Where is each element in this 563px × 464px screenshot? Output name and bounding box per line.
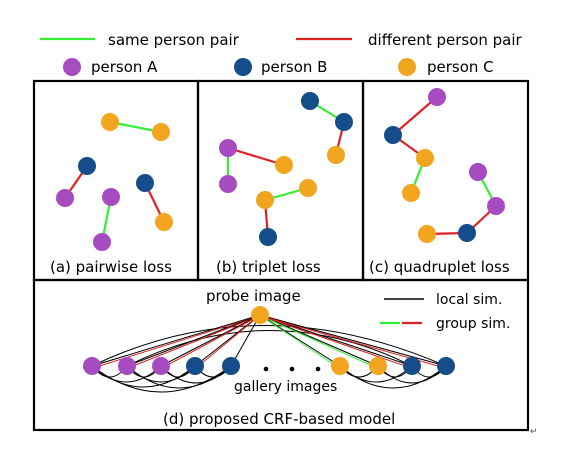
triplet-nodes (219, 92, 353, 246)
node-person-c (256, 191, 274, 209)
local-sim-label: local sim. (436, 292, 502, 308)
gallery-node-person-c (369, 357, 387, 375)
legend-person-a-dot (63, 58, 81, 76)
node-person-c (101, 113, 119, 131)
node-person-b (259, 228, 277, 246)
node-person-c (275, 156, 293, 174)
trailing-return-mark: ↵ (530, 427, 538, 437)
node-person-a (219, 139, 237, 157)
node-person-a (56, 189, 74, 207)
pairwise-nodes (56, 113, 173, 251)
node-person-c (155, 213, 173, 231)
gallery-node-person-b (186, 357, 204, 375)
gallery-images-label: gallery images (234, 379, 337, 395)
node-person-b (458, 224, 476, 242)
node-person-a (428, 88, 446, 106)
probe-image-node (251, 306, 269, 324)
node-person-b (136, 174, 154, 192)
group-sim-label: group sim. (436, 316, 510, 332)
legend-same-pair-label: same person pair (108, 31, 240, 49)
ellipsis-dot (315, 366, 321, 372)
legend-person-b-dot (234, 58, 252, 76)
edge-diff (392, 96, 438, 136)
node-person-c (152, 123, 170, 141)
legend-different-pair-label: different person pair (368, 31, 523, 49)
gallery-node-person-b (403, 357, 421, 375)
panel-crf-model (32, 278, 530, 432)
ellipsis-dot (263, 366, 269, 372)
panel-pairwise (32, 79, 200, 282)
panel-quadruplet (361, 79, 530, 282)
node-person-c (416, 149, 434, 167)
legend-person-b-label: person B (261, 58, 327, 76)
gallery-node-person-b (437, 357, 455, 375)
node-person-a (219, 175, 237, 193)
probe-image-label: probe image (206, 287, 301, 305)
node-person-b (78, 157, 96, 175)
quadruplet-nodes (384, 88, 505, 243)
outer-arcs (91, 325, 447, 367)
node-person-c (327, 146, 345, 164)
panel-triplet-caption: (b) triplet loss (216, 258, 321, 276)
node-person-a (469, 163, 487, 181)
gallery-node-person-a (83, 357, 101, 375)
legend-person-a-label: person A (91, 58, 158, 76)
probe-edges (91, 314, 447, 369)
node-person-c (402, 184, 420, 202)
gallery-node-person-a (152, 357, 170, 375)
gallery-node-person-c (331, 357, 349, 375)
gallery-node-person-a (118, 357, 136, 375)
node-person-b (335, 113, 353, 131)
edge-diff (227, 146, 285, 167)
panel-crf-caption: (d) proposed CRF-based model (163, 410, 395, 428)
legend-person-c-label: person C (427, 58, 494, 76)
node-person-c (418, 225, 436, 243)
node-person-b (301, 92, 319, 110)
gallery-node-person-b (222, 357, 240, 375)
ellipsis-dot (289, 366, 295, 372)
gallery-nodes (83, 357, 455, 375)
node-person-b (384, 126, 402, 144)
node-person-a (487, 197, 505, 215)
node-person-a (102, 188, 120, 206)
panel-pairwise-caption: (a) pairwise loss (50, 258, 172, 276)
node-person-c (299, 179, 317, 197)
legend-person-c-dot (398, 58, 416, 76)
panel-quadruplet-caption: (c) quadruplet loss (369, 258, 510, 276)
node-person-a (93, 233, 111, 251)
